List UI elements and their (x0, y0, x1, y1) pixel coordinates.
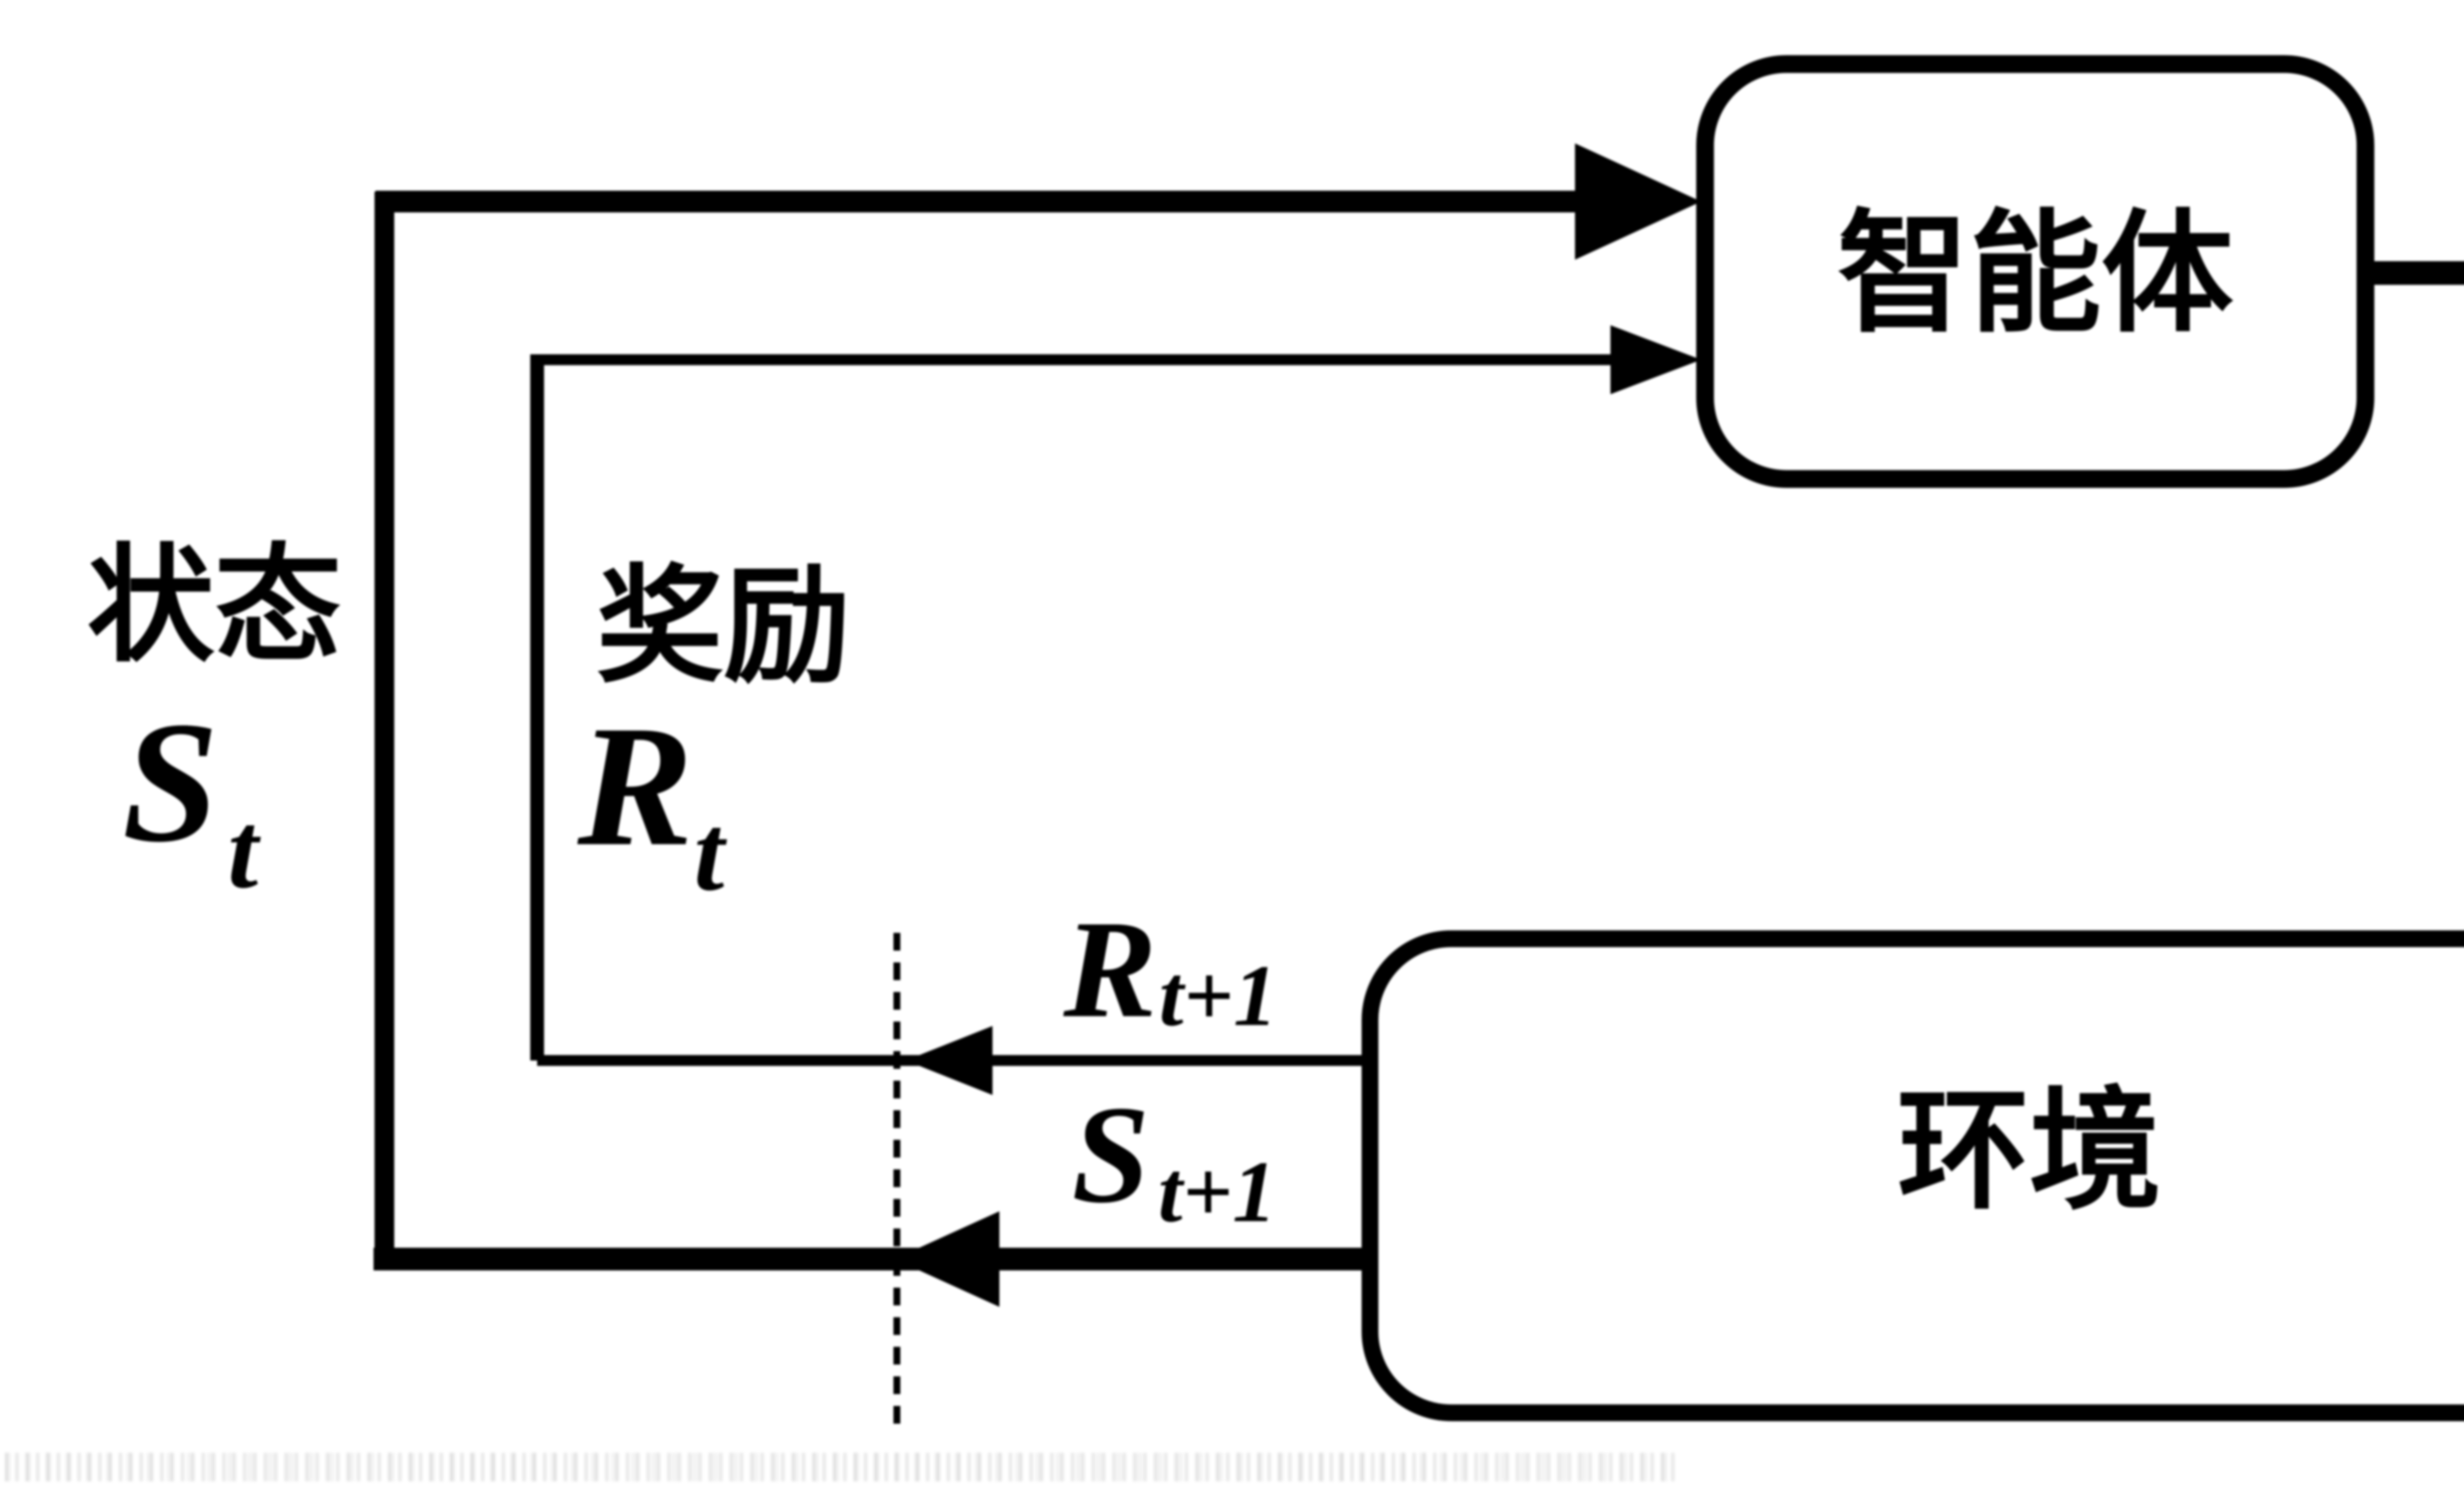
state-symbol: S (122, 686, 219, 878)
agent-box (1696, 55, 2374, 488)
environment-box-label: 环境 (1897, 1079, 2161, 1225)
state-symbol-subscript: t (228, 790, 261, 911)
next-reward-symbol: R (1061, 892, 1157, 1047)
next-state-arrowhead-icon (894, 1211, 999, 1307)
state-to-agent-arrowhead-icon (1575, 143, 1701, 260)
reward-symbol-subscript: t (694, 792, 727, 914)
reward-symbol: R (575, 690, 693, 882)
next-state-subscript: t+1 (1158, 1143, 1276, 1240)
cropped-caption-remnant (5, 1453, 1680, 1481)
environment-box (1362, 930, 2464, 1421)
next-reward-arrowhead-icon (906, 1026, 992, 1095)
next-state-symbol: S (1072, 1077, 1150, 1232)
next-reward-subscript: t+1 (1159, 947, 1277, 1044)
agent-box-label: 智能体 (1837, 202, 2233, 348)
reward-to-agent-arrowhead-icon (1610, 325, 1701, 394)
state-caption: 状态 (87, 536, 342, 677)
reward-caption: 奖励 (596, 557, 851, 698)
